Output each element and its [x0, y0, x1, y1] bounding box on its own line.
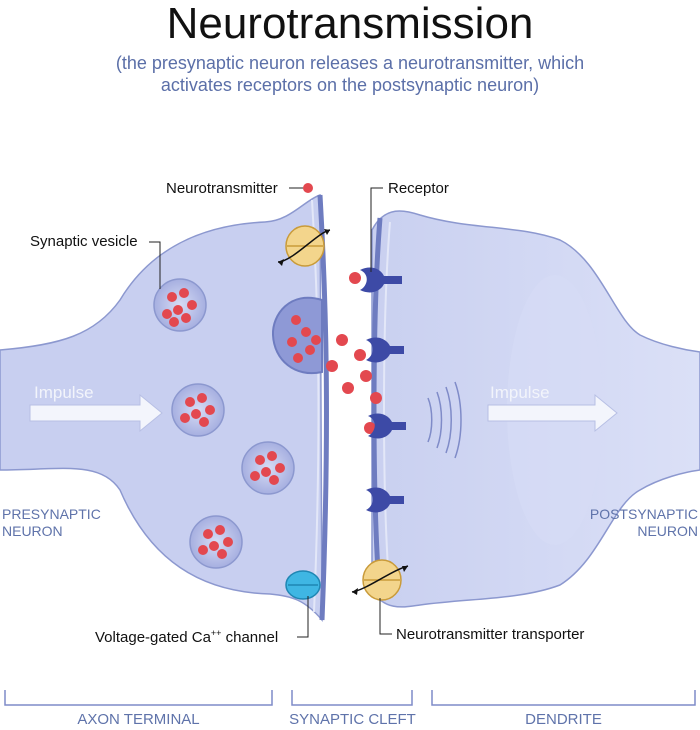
axon-terminal-label: AXON TERMINAL	[77, 711, 200, 728]
subtitle-line-2: activates receptors on the postsynaptic …	[160, 75, 540, 95]
subtitle-line-1: (the presynaptic neuron releases a neuro…	[115, 53, 585, 73]
synaptic-vesicle	[153, 278, 207, 332]
neurotransmitter-molecules	[326, 272, 382, 434]
postsynaptic-label: POSTSYNAPTIC NEURON	[589, 506, 698, 539]
impulse-arrow-post	[487, 393, 618, 433]
synaptic-vesicle-label: Synaptic vesicle	[30, 233, 138, 250]
vesicle-leader	[149, 241, 161, 289]
synaptic-cleft-bracket	[291, 690, 413, 706]
receptor	[368, 413, 406, 439]
ca-channel-label: Voltage-gated Ca++ channel	[95, 628, 279, 646]
impulse-label-post: Impulse	[490, 383, 550, 402]
presynaptic-label: PRESYNAPTIC NEURON	[2, 506, 101, 539]
impulse-label-pre: Impulse	[34, 383, 94, 402]
synaptic-vesicle	[189, 515, 243, 569]
axon-terminal-bracket	[4, 690, 273, 706]
postsynaptic-membrane	[371, 217, 383, 601]
dendrite-label: DENDRITE	[525, 711, 602, 728]
transporter-postsynaptic	[351, 559, 409, 601]
receptor	[366, 337, 404, 363]
fusing-vesicle	[271, 296, 323, 375]
transporter-presynaptic	[277, 225, 331, 267]
synaptic-cleft-label: SYNAPTIC CLEFT	[289, 711, 416, 728]
receptor-label: Receptor	[388, 180, 449, 197]
signal-waves	[427, 381, 462, 459]
transporter-leader	[379, 598, 392, 635]
receptor	[366, 487, 404, 513]
page-title: Neurotransmission	[166, 0, 534, 48]
dendrite-bracket	[431, 690, 696, 706]
impulse-arrow-pre	[29, 393, 163, 433]
neurotransmitter-label: Neurotransmitter	[166, 180, 278, 197]
ca-channel	[285, 570, 321, 600]
synaptic-vesicle	[241, 441, 295, 495]
ca-channel-leader	[297, 596, 309, 638]
receptor-leader	[370, 187, 383, 272]
synaptic-vesicle	[171, 383, 225, 437]
receptor	[360, 267, 402, 293]
transporter-label: Neurotransmitter transporter	[396, 626, 585, 643]
